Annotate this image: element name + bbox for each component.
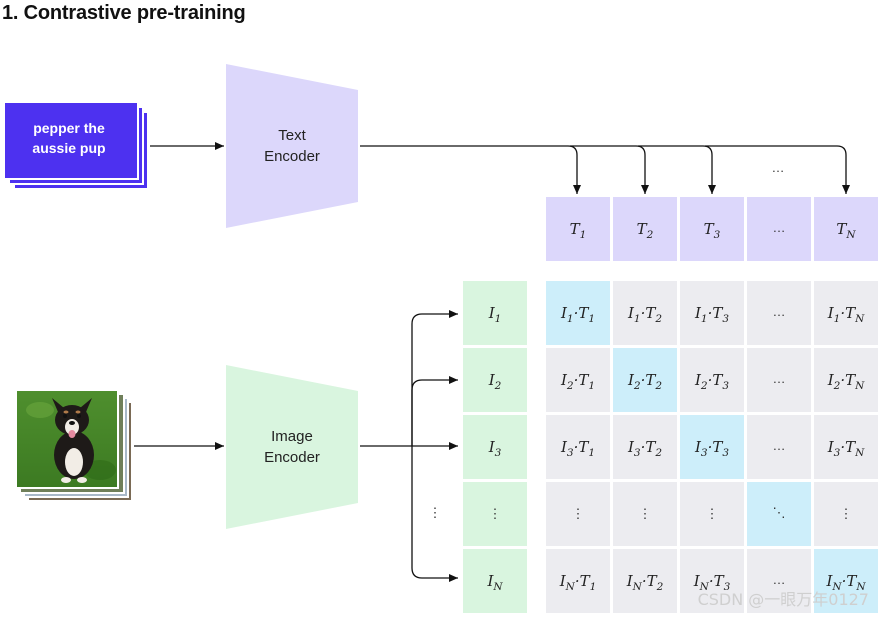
- matrix-cell: [680, 482, 744, 546]
- image-embedding-cell: [463, 482, 527, 546]
- matrix-cell-label: I2·T3: [694, 371, 729, 392]
- matrix-cell: [680, 549, 744, 613]
- matrix-cell-ellipsis: …: [773, 371, 786, 386]
- text-embedding-cell: [814, 197, 878, 261]
- text-embedding-cell: [613, 197, 677, 261]
- text-embedding-cell: [680, 197, 744, 261]
- matrix-cell: [814, 415, 878, 479]
- matrix-cell-label: I1·T3: [694, 304, 729, 325]
- matrix-cell-diagonal: [680, 415, 744, 479]
- matrix-cell-ellipsis: …: [773, 304, 786, 319]
- matrix-cell-ellipsis: …: [773, 572, 786, 587]
- matrix-cell: [546, 348, 610, 412]
- matrix-cell-vdots: ⋮: [706, 506, 719, 521]
- matrix-cell: [747, 348, 811, 412]
- image-row-vdots: ⋮: [429, 505, 442, 520]
- matrix-cell-label: I2·T2: [627, 371, 662, 392]
- matrix-cell: [814, 348, 878, 412]
- matrix-cell-label: I3·T1: [560, 438, 595, 459]
- matrix-cell: [680, 348, 744, 412]
- matrix-cell-ddots: ⋱: [773, 505, 786, 520]
- matrix-cell: [546, 549, 610, 613]
- text-embedding-label: T3: [704, 220, 721, 241]
- image-embedding-cell: [463, 281, 527, 345]
- matrix-cell-label: IN·T2: [626, 572, 664, 593]
- text-embedding-cell: [546, 197, 610, 261]
- matrix-cell-label: I1·T2: [627, 304, 662, 325]
- text-encoder: Text Encoder: [226, 64, 358, 228]
- matrix-cell: [613, 281, 677, 345]
- image-embedding-arrows: [360, 310, 458, 582]
- text-encoder-label-line2: Encoder: [264, 148, 320, 165]
- matrix-cell: [814, 482, 878, 546]
- matrix-cell: [546, 415, 610, 479]
- matrix-cell: [680, 281, 744, 345]
- image-input-stack: [15, 389, 133, 502]
- text-embedding-label: TN: [836, 220, 856, 241]
- matrix-cell-diagonal: [814, 549, 878, 613]
- text-input-stack: pepper the aussie pup: [3, 101, 149, 190]
- matrix-cell-diagonal: [546, 281, 610, 345]
- image-encoder-label-line1: Image: [271, 428, 313, 445]
- matrix-cell: [613, 549, 677, 613]
- matrix-cell-label: IN·T1: [559, 572, 597, 593]
- image-embedding-label: IN: [486, 572, 503, 593]
- text-column-ellipsis: …: [772, 160, 785, 175]
- matrix-cell: [747, 549, 811, 613]
- text-embedding-label: T2: [637, 220, 654, 241]
- text-input-line2: aussie pup: [32, 140, 105, 156]
- image-embedding-label: I2: [488, 371, 502, 392]
- matrix-cell-label: IN·T3: [693, 572, 731, 593]
- image-embedding-cell: [463, 549, 527, 613]
- matrix-cell-vdots: ⋮: [572, 506, 585, 521]
- matrix-cell-label: I3·TN: [827, 438, 865, 459]
- matrix-cell-diagonal: [613, 348, 677, 412]
- watermark: CSDN @一眼万年0127: [697, 590, 869, 609]
- page-title: 1. Contrastive pre-training: [2, 2, 246, 24]
- matrix-cell-vdots: ⋮: [639, 506, 652, 521]
- text-input-line1: pepper the: [33, 120, 105, 136]
- image-embedding-label: I1: [488, 304, 502, 325]
- matrix-cell: [613, 415, 677, 479]
- matrix-cell-label: I2·T1: [560, 371, 595, 392]
- similarity-matrix: I1·T1 I1·T2 I1·T3 … I1·TN I2·T1 I2·T2 I2·T3 … I2·…: [546, 281, 878, 613]
- matrix-cell: [613, 482, 677, 546]
- matrix-cell-ellipsis: …: [773, 438, 786, 453]
- matrix-cell: [546, 482, 610, 546]
- image-encoder-label-line2: Encoder: [264, 449, 320, 466]
- text-embedding-arrows: [360, 145, 850, 194]
- image-embedding-vdots: ⋮: [489, 506, 502, 521]
- matrix-cell-vdots: ⋮: [840, 506, 853, 521]
- matrix-cell-label: I3·T2: [627, 438, 662, 459]
- image-encoder: Image Encoder: [226, 365, 358, 529]
- text-embedding-ellipsis: …: [773, 220, 786, 235]
- matrix-cell-label: I1·TN: [827, 304, 865, 325]
- matrix-cell: [747, 281, 811, 345]
- text-embedding-cell: [747, 197, 811, 261]
- text-embedding-label: T1: [570, 220, 587, 241]
- matrix-cell: [747, 415, 811, 479]
- matrix-cell-label: I1·T1: [560, 304, 595, 325]
- matrix-cell-label: IN·TN: [825, 572, 866, 593]
- image-embedding-cell: [463, 415, 527, 479]
- matrix-cell-diagonal: [747, 482, 811, 546]
- text-encoder-label-line1: Text: [278, 127, 306, 144]
- matrix-cell-label: I2·TN: [827, 371, 865, 392]
- matrix-cell-label: I3·T3: [694, 438, 729, 459]
- image-embedding-label: I3: [488, 438, 502, 459]
- text-embedding-row: T1 T2 T3 … TN: [546, 197, 878, 261]
- matrix-cell: [814, 281, 878, 345]
- image-embedding-cell: [463, 348, 527, 412]
- dog-photo: [15, 389, 119, 489]
